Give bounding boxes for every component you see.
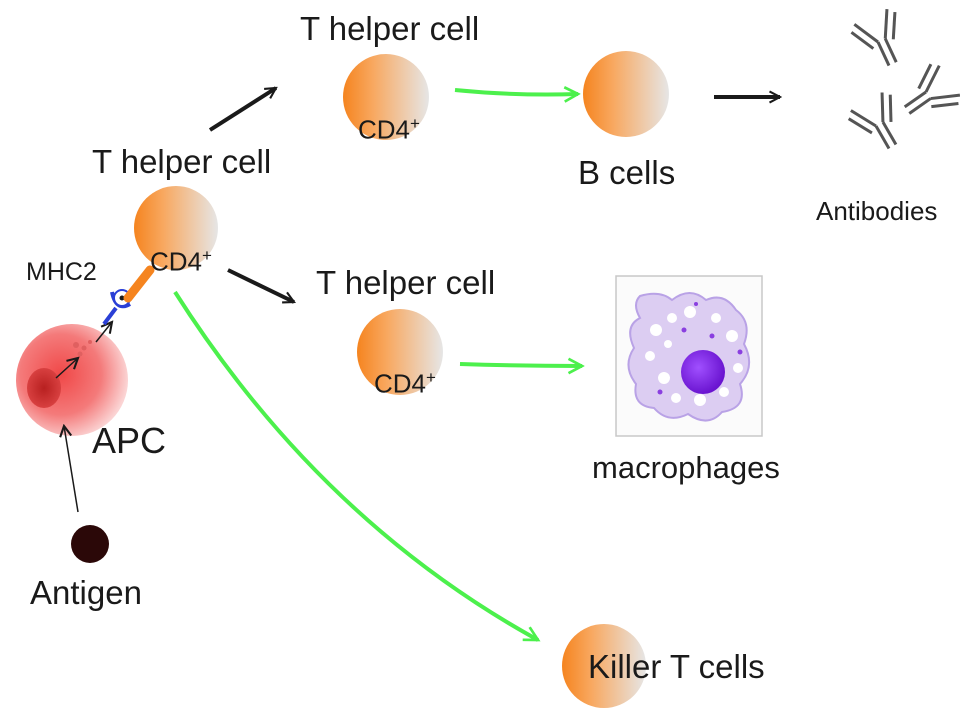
cd4-label-left: CD4+	[150, 246, 212, 277]
antigen-uptake-arrow	[64, 426, 79, 513]
macrophage-granule	[737, 349, 743, 355]
antigen-fragment	[88, 340, 92, 344]
macrophage-vacuole	[645, 351, 655, 361]
macrophage-vacuole	[733, 363, 743, 373]
cd4-label-middle: CD4+	[374, 368, 436, 399]
macrophage-vacuole	[694, 394, 706, 406]
macrophage-vacuole	[719, 387, 729, 397]
macrophage-vacuole	[664, 340, 672, 348]
green-arrow-to-macrophage	[459, 364, 582, 366]
macrophage-vacuole	[650, 324, 662, 336]
macrophage-nucleus	[681, 350, 725, 394]
antigen-fragment	[73, 342, 79, 348]
macrophage-granule	[657, 389, 663, 395]
t-helper-cell-top	[343, 54, 429, 140]
apc-nucleus	[27, 368, 61, 408]
green-arrow-to-killer-t	[173, 290, 538, 642]
cd4-label-top: CD4+	[358, 114, 420, 145]
mhc2-peptide-core	[119, 295, 125, 301]
label-mhc2: MHC2	[26, 258, 97, 286]
macrophage-granule	[681, 327, 687, 333]
macrophage-vacuole	[711, 313, 721, 323]
antibody-icon	[903, 63, 960, 115]
arrow-to-middle-helper	[227, 268, 294, 304]
killer-t-cell	[562, 624, 646, 708]
b-cell	[583, 51, 669, 137]
arrow-to-top-helper	[208, 86, 276, 132]
antigen-particle	[71, 525, 109, 563]
label-t-helper-middle: T helper cell	[316, 264, 496, 301]
macrophage-vacuole	[726, 330, 738, 342]
t-helper-cell-middle	[357, 309, 443, 395]
label-apc: APC	[92, 420, 167, 461]
cd4-coreceptor	[123, 265, 155, 303]
antibody-icon	[850, 9, 898, 67]
label-antigen: Antigen	[30, 574, 142, 611]
macrophage-vacuole	[671, 393, 681, 403]
macrophage-vacuole	[658, 372, 670, 384]
presentation-arrow	[95, 322, 112, 343]
macrophage-vacuole	[667, 313, 677, 323]
label-b-cells: B cells	[578, 154, 676, 191]
label-t-helper-top: T helper cell	[300, 10, 480, 47]
label-macrophages: macrophages	[592, 450, 780, 485]
antibody-icon	[847, 92, 898, 150]
mhc2-stalk	[102, 306, 118, 326]
label-t-helper-left: T helper cell	[92, 143, 272, 180]
label-killer-t-cells: Killer T cells	[588, 648, 765, 685]
macrophage-vacuole	[684, 306, 696, 318]
t-helper-cell-left	[134, 186, 218, 270]
antigen-fragment	[81, 345, 87, 351]
macrophage-granule	[694, 302, 698, 306]
green-arrow-to-b-cells	[454, 90, 578, 95]
processing-arrow	[55, 358, 78, 379]
macrophage-granule	[709, 333, 715, 339]
antigen-fragment	[77, 351, 83, 357]
label-antibodies: Antibodies	[816, 196, 938, 226]
